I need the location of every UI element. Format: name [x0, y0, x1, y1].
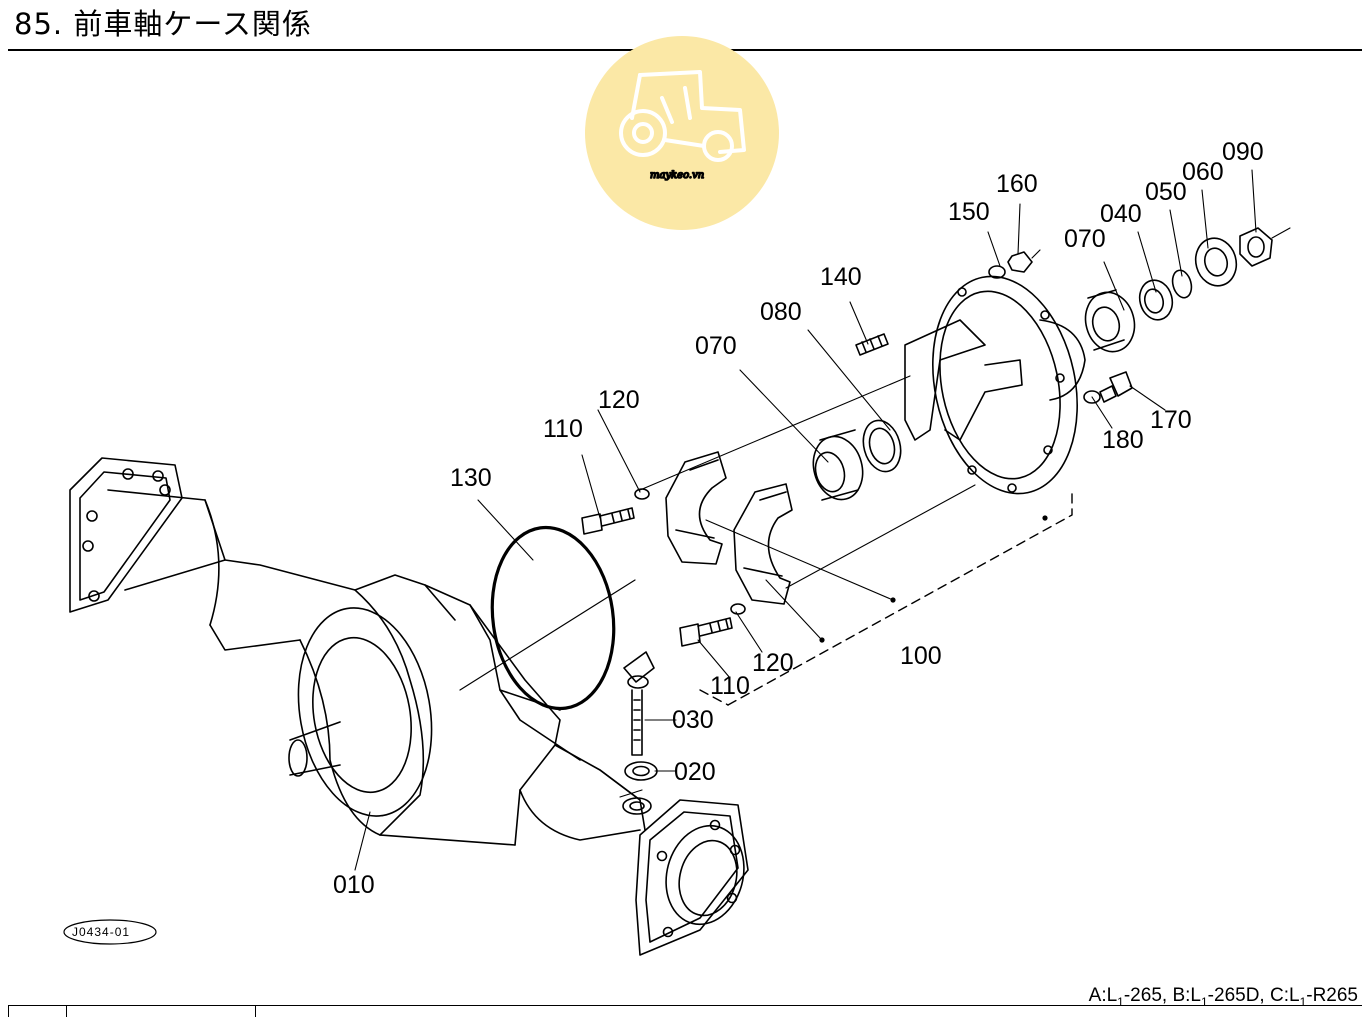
ring-080 — [862, 419, 902, 473]
seal-020 — [624, 761, 658, 781]
page-title: 85. 前車軸ケース関係 — [14, 7, 312, 41]
model-b-suffix: -265D, — [1207, 985, 1265, 1006]
model-b-sub: 1 — [1200, 994, 1208, 1009]
label-110-lower: 110 — [710, 672, 750, 700]
label-010: 010 — [333, 871, 375, 899]
label-170: 170 — [1150, 406, 1192, 434]
o-ring-130 — [459, 525, 636, 711]
label-120-lower: 120 — [752, 649, 794, 677]
washer-180 — [1083, 390, 1101, 404]
label-110-upper: 110 — [543, 415, 583, 443]
bearing-070-inner — [812, 429, 864, 501]
model-a-suffix: -265, — [1123, 985, 1168, 1006]
label-160: 160 — [996, 170, 1038, 198]
label-020: 020 — [674, 758, 716, 786]
nut-160 — [1007, 251, 1033, 273]
label-120-upper: 120 — [598, 386, 640, 414]
bolt-110-upper — [581, 507, 635, 535]
model-a-sub: 1 — [1117, 994, 1124, 1009]
footer-tick — [66, 1005, 67, 1017]
snap-ring-050 — [1171, 269, 1193, 299]
model-applicability-note: A:L1-265, B:L1-265D, C:L1-R265 — [1089, 985, 1358, 1009]
model-a-prefix: A:L — [1088, 985, 1118, 1006]
label-100: 100 — [900, 642, 942, 670]
label-140: 140 — [820, 263, 862, 291]
label-040: 040 — [1100, 200, 1142, 228]
label-080: 080 — [760, 298, 802, 326]
bearing-070-outer — [1084, 289, 1136, 353]
watermark-text: maykeo.vn — [650, 170, 704, 181]
model-b-prefix: B:L — [1172, 985, 1201, 1006]
label-130: 130 — [450, 464, 492, 492]
bolt-170 — [1099, 371, 1133, 403]
nut-090 — [1239, 227, 1273, 267]
label-150: 150 — [948, 198, 990, 226]
breather-plug-030 — [623, 651, 655, 756]
footer-tick — [255, 1005, 256, 1017]
label-030: 030 — [672, 706, 714, 734]
label-070-inner: 070 — [695, 332, 737, 360]
figure-code: J0434-01 — [72, 925, 130, 939]
model-c-suffix: -R265 — [1306, 985, 1358, 1006]
label-070-outer: 070 — [1064, 225, 1106, 253]
label-060: 060 — [1182, 158, 1224, 186]
axle-hub-case — [904, 275, 1086, 495]
washer-120-upper — [634, 488, 650, 500]
bearing-cap-100-right — [733, 483, 793, 605]
footer-rule — [8, 1005, 1362, 1006]
bearing-cap-100-left — [665, 451, 727, 565]
figure-code-badge: J0434-01 — [63, 919, 157, 945]
oil-seal-060 — [1194, 237, 1238, 287]
washer-150 — [988, 265, 1006, 279]
watermark-logo: maykeo.vn — [585, 36, 779, 230]
assembly-bracket — [699, 487, 1073, 706]
axle-housing-010 — [69, 457, 749, 956]
part-labels: 010 020 030 040 050 060 070 070 080 090 … — [333, 138, 1264, 899]
reference-dots — [819, 515, 1048, 643]
label-050: 050 — [1145, 178, 1187, 206]
label-180: 180 — [1102, 426, 1144, 454]
washer-120-lower — [730, 603, 746, 615]
leader-lines — [354, 169, 1291, 871]
footer-tick — [8, 1005, 9, 1017]
tractor-icon — [619, 70, 746, 162]
model-c-sub: 1 — [1299, 994, 1307, 1009]
label-090: 090 — [1222, 138, 1264, 166]
model-c-prefix: C:L — [1269, 985, 1300, 1006]
bolt-110-lower — [679, 617, 733, 647]
collar-040 — [1138, 279, 1174, 321]
stud-140 — [855, 333, 889, 356]
